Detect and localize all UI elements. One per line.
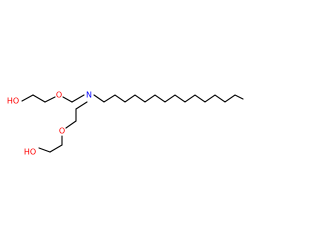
lower-ether-oxygen: O (59, 127, 65, 136)
bond-lower-c-c3 (49, 144, 63, 153)
bond-upper-c-o1 (44, 96, 56, 103)
bond-upper-c-c1 (32, 94, 46, 103)
upper-arm (21, 94, 85, 103)
bond-lower-c-oh (38, 147, 51, 153)
hexadecyl-chain (93, 94, 244, 103)
bond-n-c-lower (75, 101, 88, 110)
lower-hydroxyl-label: HO (24, 148, 36, 157)
lower-arm (38, 101, 88, 153)
bond-upper-ho-c (21, 94, 34, 102)
bond-upper-c-c3 (71, 94, 85, 103)
nitrogen-atom: N (86, 91, 92, 100)
bond-upper-o-c2 (62, 96, 73, 103)
upper-ether-oxygen: O (56, 91, 62, 100)
structure-canvas: HO O N O HO (7, 91, 244, 157)
bond-lower-c-o1 (65, 120, 77, 129)
upper-hydroxyl-label: HO (7, 97, 19, 106)
